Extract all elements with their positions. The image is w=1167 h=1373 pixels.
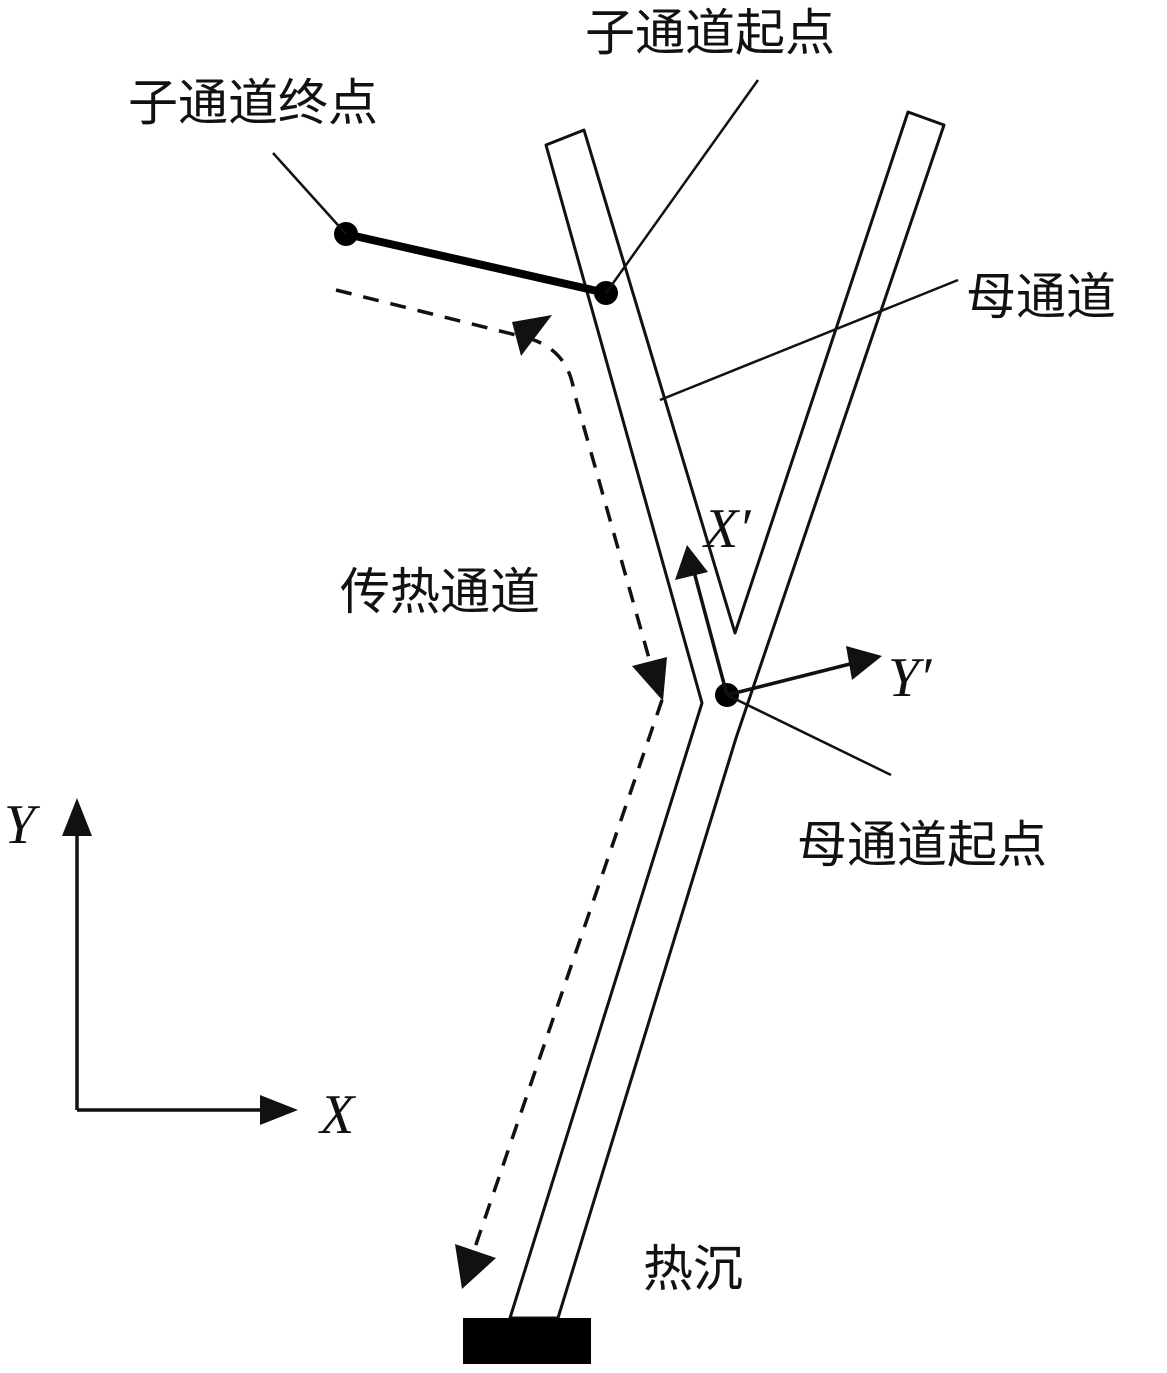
label-parent-channel-start: 母通道起点 [797, 816, 1047, 874]
global-x-arrow-head [260, 1095, 298, 1125]
label-local-y: Y′ [888, 647, 932, 709]
label-sub-channel-end: 子通道终点 [128, 74, 378, 132]
local-y-arrow-head [846, 646, 882, 680]
heat-transfer-arrow-head-3 [455, 1244, 496, 1289]
label-global-x: X [318, 1084, 357, 1146]
label-global-y: Y [4, 794, 41, 856]
leader-parent-channel-start [726, 693, 892, 777]
leader-parent-channel [659, 278, 959, 402]
leader-sub-channel-end [272, 152, 347, 235]
label-parent-channel: 母通道 [966, 268, 1116, 326]
heat-transfer-path-upper [335, 288, 656, 677]
sub-channel-line [342, 230, 610, 297]
leader-sub-channel-start [604, 79, 760, 294]
local-y-axis-line [726, 662, 851, 697]
heat-transfer-path-lower [468, 699, 664, 1263]
local-x-axis-line [691, 567, 729, 696]
label-heat-transfer-channel: 传热通道 [340, 563, 540, 621]
label-sub-channel-start: 子通道起点 [585, 4, 835, 62]
global-y-arrow-head [62, 798, 92, 836]
parent-channel-shape [508, 110, 946, 1320]
heat-sink-block [463, 1318, 591, 1364]
heat-transfer-arrow-head-1 [512, 315, 552, 356]
label-local-x: X′ [702, 498, 751, 560]
local-x-arrow-head [675, 545, 708, 580]
heat-transfer-arrow-head-2 [632, 657, 667, 701]
label-heat-sink: 热沉 [643, 1240, 743, 1298]
